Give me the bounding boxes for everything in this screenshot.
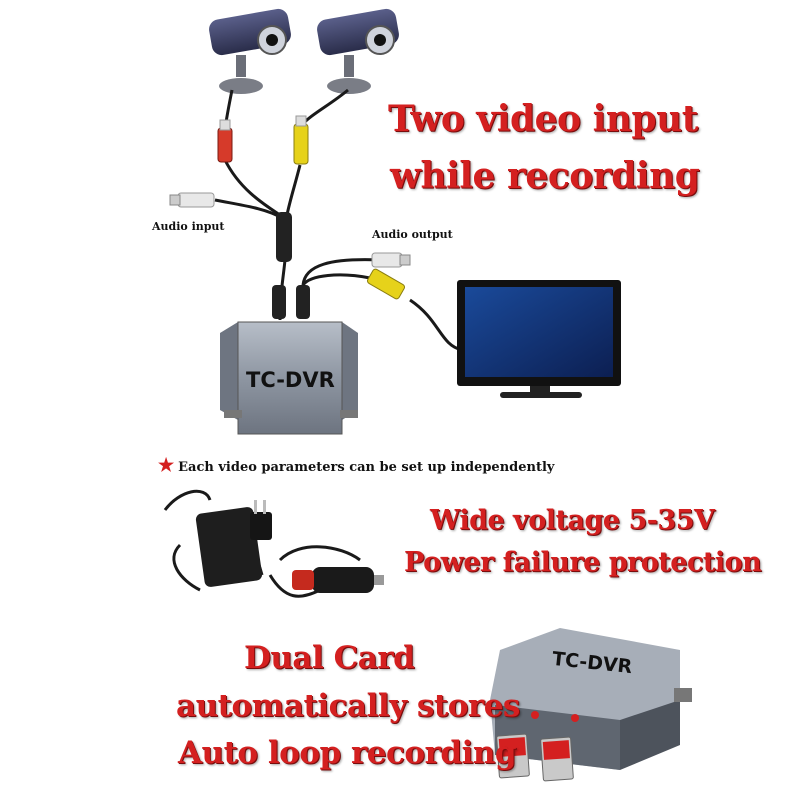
headline-power-line2: Power failure protection [404, 547, 762, 578]
audio-output-label: Audio output [372, 228, 453, 241]
headline-card-line2: automatically stores [176, 688, 520, 724]
dvr-brand-label: TC-DVR [246, 368, 335, 392]
feature-note: ★Each video parameters can be set up ind… [158, 455, 554, 476]
rca-plug-white-audio-output [371, 252, 411, 268]
security-camera-2 [317, 8, 399, 94]
tv-monitor [457, 280, 621, 398]
headline-card-line3: Auto loop recording [178, 735, 517, 771]
audio-input-label: Audio input [152, 220, 225, 233]
dvr-device [220, 321, 358, 435]
rca-plug-white-audio-input [169, 192, 215, 208]
cable-splitter [276, 212, 292, 262]
rca-plug-red [217, 119, 233, 163]
sd-card-2 [540, 736, 574, 782]
headline-card-line1: Dual Card [244, 640, 415, 676]
feature-note-text: Each video parameters can be set up inde… [178, 460, 555, 475]
rca-plug-yellow [293, 115, 309, 165]
headline-power-line1: Wide voltage 5-35V [430, 505, 715, 536]
star-icon: ★ [158, 455, 175, 476]
headline-top-line1: Two video input [388, 98, 698, 140]
dvr-device-with-cards [490, 628, 692, 770]
rca-plug-yellow-video-output [367, 268, 405, 300]
sd-card-1 [496, 733, 530, 779]
headline-top-line2: while recording [390, 155, 700, 197]
security-camera-1 [209, 8, 291, 94]
dvr-connector-right [296, 285, 310, 319]
power-adapter [163, 489, 272, 592]
dvr-connector-left [272, 285, 286, 319]
car-charger [268, 545, 384, 598]
